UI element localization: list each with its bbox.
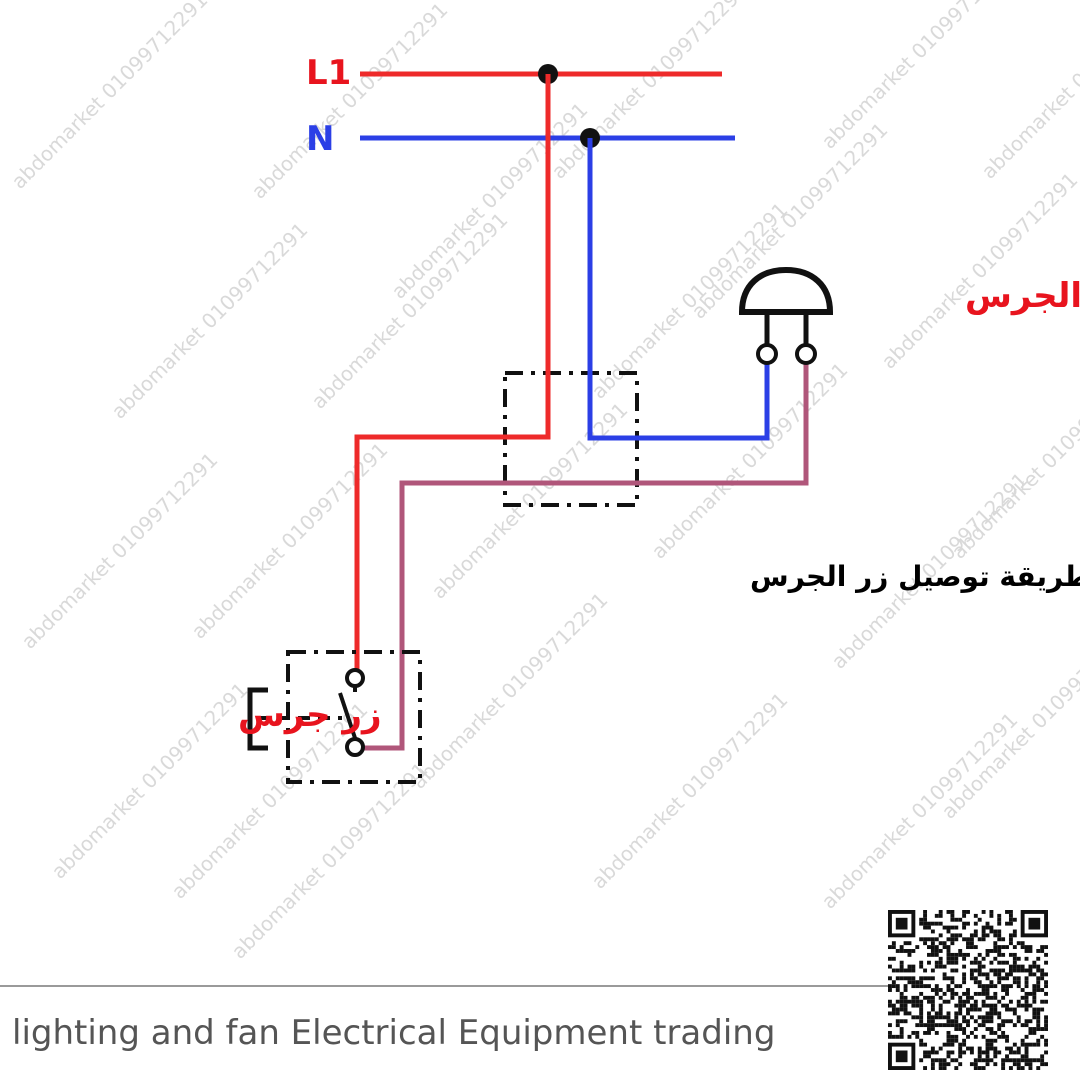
watermark-text: abdomarket 01099712291	[817, 0, 1023, 154]
live-wire	[354, 74, 551, 670]
live-label: L1	[306, 53, 351, 93]
neutral-wire	[587, 138, 770, 441]
watermark-text: abdomarket 01099712291	[647, 358, 853, 564]
watermark-text: abdomarket 01099712291	[877, 168, 1080, 374]
watermark-text: abdomarket 01099712291	[587, 688, 793, 894]
watermark-text: abdomarket 01099712291	[307, 208, 513, 414]
footer-divider	[0, 985, 890, 987]
bell-button-label: زر جرس	[238, 695, 382, 735]
push-button-icon	[247, 650, 422, 784]
bell-icon	[738, 266, 834, 365]
footer: lighting and fan Electrical Equipment tr…	[0, 985, 1080, 1085]
watermark-text: abdomarket 01099712291	[227, 758, 433, 964]
footer-tagline: lighting and fan Electrical Equipment tr…	[12, 1013, 776, 1053]
watermark-text: abdomarket 01099712291	[107, 218, 313, 424]
watermark-text: abdomarket 01099712291	[977, 0, 1080, 184]
watermark-text: abdomarket 01099712291	[427, 398, 633, 604]
watermark-text: abdomarket 01099712291	[687, 118, 893, 324]
watermark-text: abdomarket 01099712291	[817, 708, 1023, 914]
watermark-text: abdomarket 01099712291	[247, 0, 453, 204]
watermark-text: abdomarket 01099712291	[587, 198, 793, 404]
watermark-text: abdomarket 01099712291	[387, 98, 593, 304]
bell-label: الجرس	[965, 276, 1080, 316]
switched-wire	[360, 356, 809, 751]
watermark-text: abdomarket 01099712291	[947, 358, 1080, 564]
wiring-title: طريقة توصيل زر الجرس	[750, 560, 1080, 593]
qr-code-icon	[888, 910, 1048, 1070]
neutral-label: N	[306, 119, 334, 159]
watermark-text: abdomarket 01099712291	[7, 0, 213, 194]
watermark-text: abdomarket 01099712291	[547, 0, 753, 184]
watermark-text: abdomarket 01099712291	[407, 588, 613, 794]
